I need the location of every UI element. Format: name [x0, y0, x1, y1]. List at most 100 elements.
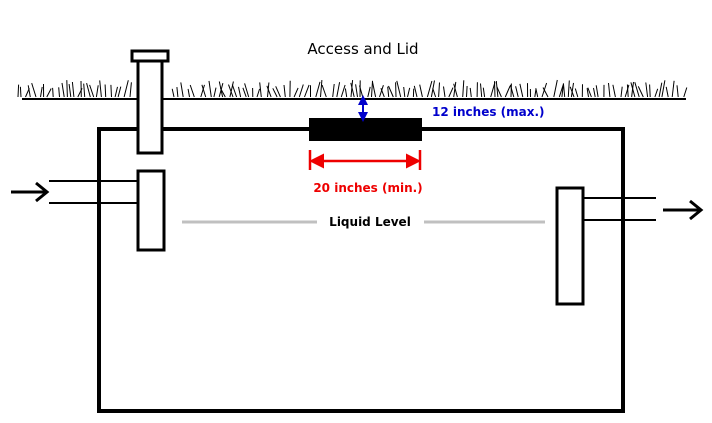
liquid-level-label: Liquid Level: [329, 215, 411, 229]
grass-blade: [509, 84, 515, 98]
grass-blade: [27, 85, 31, 98]
grass-blade: [504, 85, 511, 98]
grass-blade: [99, 80, 102, 98]
grass-blade: [380, 88, 385, 98]
grass-blade: [200, 84, 205, 98]
grass-blade: [238, 86, 242, 98]
grass-blade: [620, 86, 623, 98]
grass-blade: [567, 80, 570, 98]
grass-blade: [407, 87, 411, 98]
grass-blade: [443, 86, 446, 98]
grass-blade: [496, 86, 502, 98]
grass-blade: [242, 87, 247, 98]
grass-blade: [229, 81, 234, 98]
grass-blade: [626, 84, 629, 98]
grass-blade: [371, 81, 377, 98]
grass-blade: [676, 85, 679, 98]
grass-blade: [272, 88, 278, 98]
grass-blade: [104, 84, 107, 98]
grass-blade: [66, 80, 68, 98]
grass-blade: [593, 87, 596, 98]
vent-cap: [130, 49, 170, 63]
grass-blade: [438, 82, 440, 98]
grass-blade: [83, 83, 86, 98]
grass-blade: [46, 88, 52, 98]
grass-blade: [256, 88, 261, 98]
grass-blade: [519, 83, 524, 98]
grass-blade: [558, 83, 564, 98]
grass-blade: [52, 87, 54, 98]
grass-blade: [332, 83, 335, 98]
inlet-baffle: [136, 169, 166, 252]
grass-blade: [658, 82, 663, 98]
grass-blade: [31, 82, 37, 98]
grass-blade: [110, 84, 112, 98]
grass-blade: [17, 84, 20, 98]
grass-blade: [266, 85, 272, 98]
grass-blade: [469, 87, 472, 98]
grass-blade: [340, 84, 346, 98]
grass-blade: [321, 84, 327, 98]
grass-blade: [367, 86, 371, 98]
grass-blade: [114, 86, 118, 98]
grass-blade: [350, 82, 355, 98]
grass-blade: [482, 87, 486, 98]
grass-blade: [586, 88, 589, 98]
grass-blade: [495, 80, 499, 98]
grass-blade: [480, 83, 483, 98]
grass-blade: [612, 84, 616, 98]
grass-blade: [19, 86, 22, 98]
access-lid: [309, 118, 422, 141]
grass-blade: [228, 84, 234, 98]
grass-blade: [535, 88, 539, 98]
grass-blade: [244, 83, 250, 98]
grass-blade: [259, 82, 262, 98]
grass-blade: [683, 87, 688, 98]
grass-texture: [17, 79, 688, 98]
grass-blade: [630, 82, 636, 98]
grass-blade: [71, 81, 75, 98]
grass-blade: [649, 84, 651, 98]
grass-blade: [176, 87, 179, 98]
grass-blade: [123, 80, 129, 98]
grass-blade: [453, 81, 457, 98]
grass-blade: [293, 87, 299, 98]
grass-blade: [344, 88, 348, 98]
grass-blade: [298, 84, 304, 98]
grass-blade: [661, 80, 666, 98]
grass-blade: [275, 86, 281, 98]
grass-blade: [665, 86, 669, 98]
grass-blade: [561, 86, 564, 98]
grass-blade: [187, 88, 190, 98]
grass-blade: [671, 80, 675, 98]
grass-blade: [315, 81, 321, 98]
grass-blade: [89, 84, 95, 98]
grass-blade: [396, 80, 402, 98]
grass-blade: [355, 84, 358, 98]
grass-blade: [336, 82, 341, 98]
grass-blade: [562, 83, 566, 98]
grass-blade: [388, 85, 394, 98]
grass-blade: [208, 80, 212, 98]
grass-blade: [413, 85, 418, 98]
grass-blade: [403, 86, 406, 98]
grass-blade: [129, 82, 132, 98]
grass-blade: [553, 79, 558, 98]
outflow-arrow-icon: [663, 199, 704, 221]
grass-blade: [68, 84, 72, 98]
grass-blade: [379, 85, 384, 98]
grass-blade: [595, 85, 599, 98]
grass-blade: [40, 86, 43, 98]
grass-blade: [466, 85, 468, 98]
grass-blade: [304, 84, 310, 98]
grass-blade: [654, 88, 659, 98]
grass-blade: [515, 86, 519, 98]
grass-blade: [213, 87, 217, 98]
grass-blade: [58, 87, 60, 98]
outlet-baffle: [555, 186, 585, 306]
grass-blade: [86, 82, 91, 98]
grass-blade: [426, 80, 433, 98]
grass-blade: [387, 86, 390, 98]
lid-width-label: 20 inches (min.): [313, 181, 422, 195]
